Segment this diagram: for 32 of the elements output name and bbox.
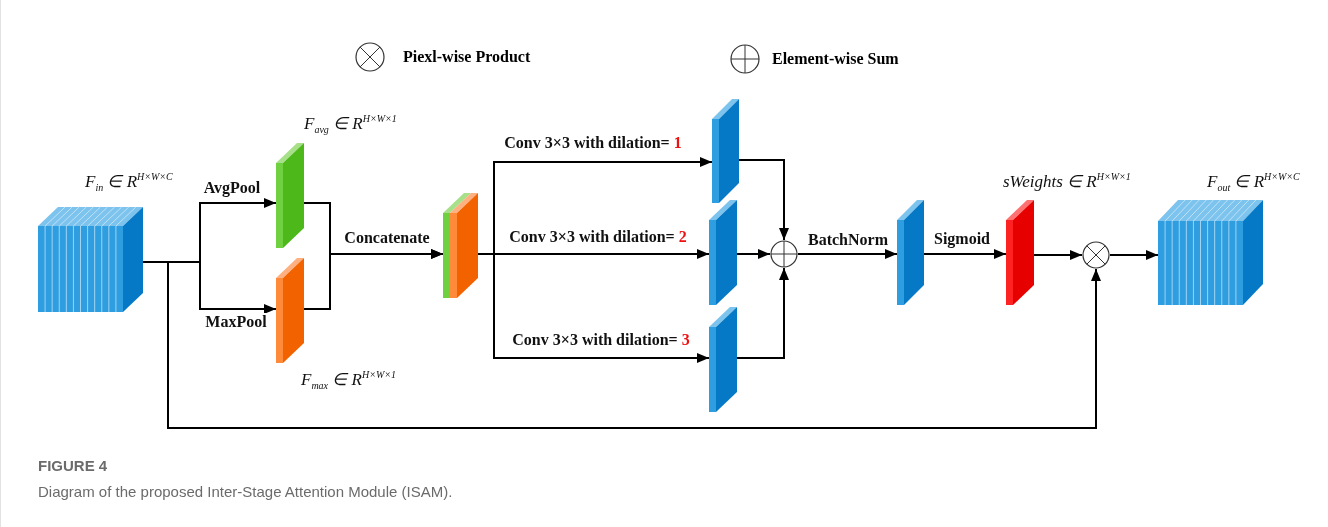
edge-label: AvgPool (201, 179, 263, 197)
arrow (923, 249, 1007, 259)
figure-number: FIGURE 4 (38, 457, 108, 474)
arrow (797, 249, 898, 259)
arrow (738, 159, 789, 241)
arrow (736, 249, 771, 259)
legend-text: Piexl-wise Product (403, 48, 531, 66)
feature-map-slab (897, 200, 924, 305)
operator-circle (1082, 241, 1110, 269)
feature-map-cube (38, 207, 143, 312)
arrow (303, 249, 444, 310)
feature-map-cube (1158, 200, 1263, 305)
feature-map-slab (276, 143, 304, 248)
tensor-shape-label: F$_{in}$ ∈ R$^{H×W×C}$ (85, 171, 173, 194)
feature-map-slab (443, 193, 478, 298)
feature-map-slab (709, 307, 737, 412)
feature-map-slab (1006, 200, 1034, 305)
feature-map-slab (276, 258, 304, 363)
tensor-shape-label: F$_{avg}$ ∈ R$^{H×W×1}$ (304, 113, 397, 136)
legend-text: Element-wise Sum (772, 50, 899, 68)
tensor-shape-label: F$_{out}$ ∈ R$^{H×W×C}$ (1207, 171, 1300, 194)
arrow (736, 267, 789, 359)
edge-label: Sigmoid (932, 230, 992, 248)
tensor-shape-label: F$_{max}$ ∈ R$^{H×W×1}$ (301, 369, 396, 392)
arrow (1109, 250, 1159, 260)
figure-caption: Diagram of the proposed Inter-Stage Attention Module (ISAM). (38, 483, 453, 500)
operator-circle (770, 240, 798, 268)
feature-map-slab (712, 99, 739, 203)
arrow (1033, 250, 1083, 260)
arrow (477, 253, 710, 363)
feature-map-slab (709, 200, 737, 305)
tensor-shape-label: sWeights ∈ R$^{H×W×1}$ (1003, 171, 1131, 192)
